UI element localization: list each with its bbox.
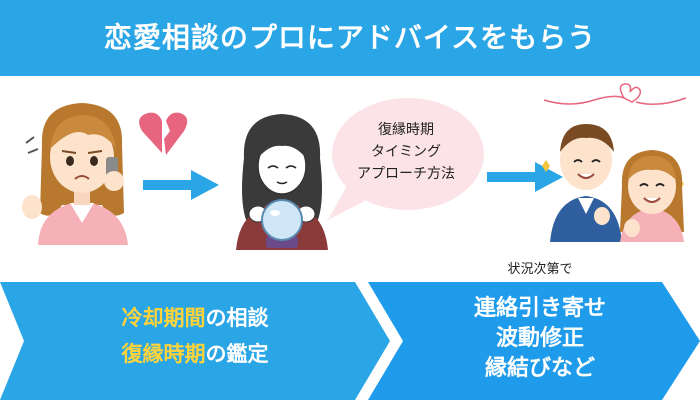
panel-left-shape bbox=[0, 282, 390, 400]
broken-heart-icon bbox=[139, 112, 188, 155]
panel-left-text: 冷却期間の相談 復縁時期の鑑定 bbox=[40, 300, 350, 372]
panel-left-line-2: 復縁時期の鑑定 bbox=[40, 336, 350, 372]
fortune-teller-figure bbox=[236, 114, 328, 250]
highlight-cooling-period: 冷却期間 bbox=[121, 306, 206, 330]
happy-couple-figure bbox=[542, 83, 687, 242]
title-banner bbox=[0, 0, 700, 76]
panel-left-line-1: 冷却期間の相談 bbox=[40, 300, 350, 336]
speech-bubble bbox=[328, 98, 484, 220]
panel-right-shape bbox=[368, 282, 700, 400]
flow-arrow-1 bbox=[143, 170, 219, 200]
panel-right-line: 連絡引き寄せ bbox=[473, 296, 606, 321]
bottom-panels bbox=[0, 282, 700, 400]
panel-right-line: 波動修正 bbox=[495, 326, 584, 351]
condition-note: 状況次第で bbox=[507, 262, 573, 277]
panel-left-line-1-rest: の相談 bbox=[205, 306, 269, 330]
panel-right-text: 連絡引き寄せ 波動修正 縁結びなど bbox=[410, 294, 670, 384]
bubble-line: アプローチ方法 bbox=[357, 166, 455, 182]
worried-woman-figure bbox=[22, 103, 188, 245]
highlight-reunion-timing: 復縁時期 bbox=[121, 342, 206, 366]
heart-string-icon bbox=[543, 83, 687, 105]
crystal-ball-icon bbox=[261, 199, 303, 248]
page-title: 恋愛相談のプロにアドバイスをもらう bbox=[103, 21, 597, 54]
bubble-text: 復縁時期 タイミング アプローチ方法 bbox=[345, 119, 467, 185]
panel-right-line: 縁結びなど bbox=[484, 356, 595, 381]
bubble-line: 復縁時期 bbox=[378, 122, 434, 138]
panel-left-line-2-rest: の鑑定 bbox=[205, 342, 269, 366]
flow-arrow-2 bbox=[487, 162, 563, 192]
bubble-line: タイミング bbox=[371, 144, 441, 160]
